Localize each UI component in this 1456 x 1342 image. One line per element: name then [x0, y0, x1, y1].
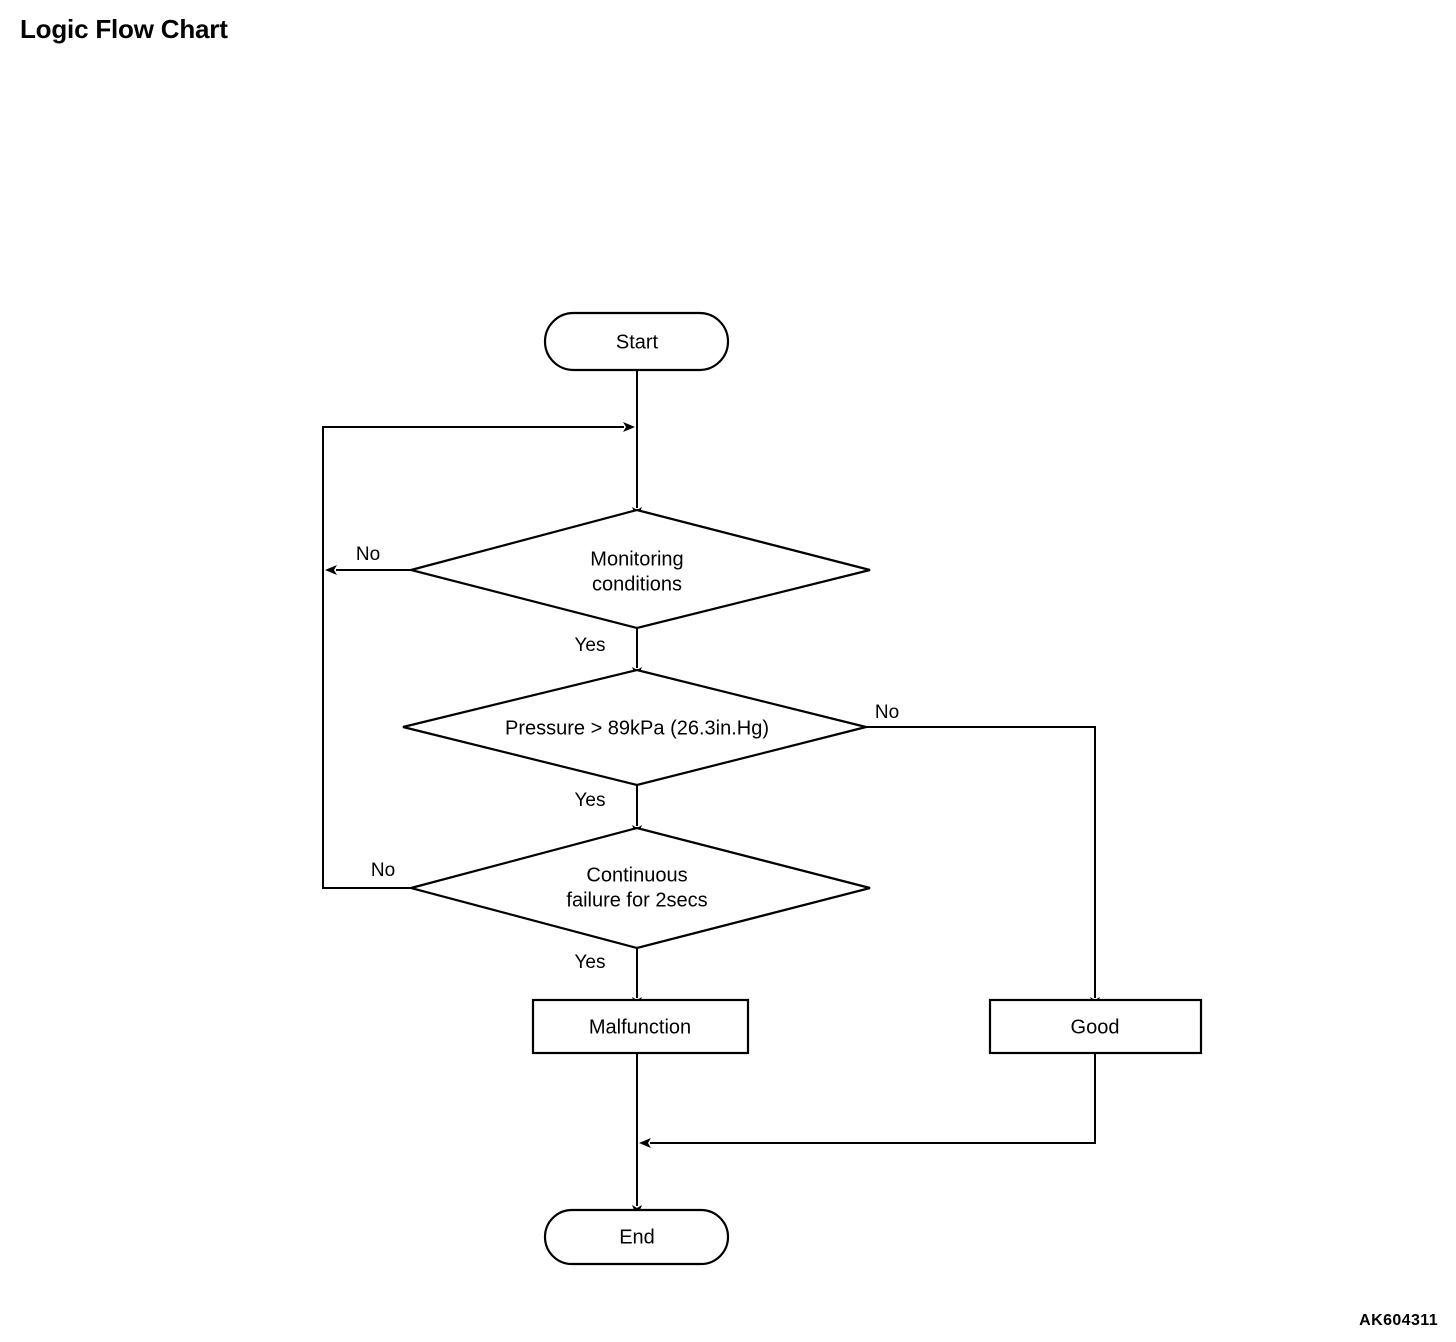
- start-shape: [543, 311, 730, 372]
- start-label: Start: [616, 331, 659, 353]
- node-monitoring-conditions[interactable]: Monitoring conditions: [406, 508, 871, 630]
- monitoring-conditions-label-line1: Monitoring: [590, 548, 683, 570]
- edge-label-pressure-yes: Yes: [575, 790, 606, 811]
- continuous-failure-shape: [406, 826, 871, 950]
- edge-monitoring-no-loopback: [322, 422, 635, 570]
- monitoring-conditions-shape: [406, 508, 871, 630]
- good-label: Good: [1071, 1016, 1120, 1038]
- node-end[interactable]: End: [543, 1208, 730, 1266]
- node-good[interactable]: Good: [988, 998, 1203, 1055]
- continuous-failure-label-line2: failure for 2secs: [566, 889, 707, 911]
- page-title: Logic Flow Chart: [20, 14, 228, 44]
- pressure-check-shape: [402, 668, 867, 787]
- pressure-check-label: Pressure > 89kPa (26.3in.Hg): [505, 717, 769, 739]
- node-start[interactable]: Start: [543, 311, 730, 372]
- continuous-failure-label-line1: Continuous: [586, 864, 687, 886]
- edge-pressure-no-to-good: [866, 726, 1100, 1009]
- edge-good-to-end-merge: [639, 1053, 1096, 1148]
- edge-label-pressure-no: No: [875, 702, 899, 723]
- monitoring-conditions-label-line2: conditions: [592, 573, 682, 595]
- node-continuous-failure[interactable]: Continuous failure for 2secs: [406, 826, 871, 950]
- end-shape: [543, 1208, 730, 1266]
- figure-code: AK604311: [1359, 1312, 1438, 1329]
- edge-label-continuous-no: No: [371, 860, 395, 881]
- edge-continuous-no-to-loopback: [322, 570, 411, 889]
- edge-label-monitoring-no: No: [356, 544, 380, 565]
- edge-label-continuous-yes: Yes: [575, 952, 606, 973]
- end-label: End: [619, 1226, 655, 1248]
- malfunction-shape: [531, 998, 750, 1055]
- good-shape: [988, 998, 1203, 1055]
- malfunction-label: Malfunction: [589, 1016, 691, 1038]
- node-malfunction[interactable]: Malfunction: [531, 998, 750, 1055]
- edge-label-monitoring-yes: Yes: [575, 635, 606, 656]
- node-pressure-check[interactable]: Pressure > 89kPa (26.3in.Hg): [402, 668, 867, 787]
